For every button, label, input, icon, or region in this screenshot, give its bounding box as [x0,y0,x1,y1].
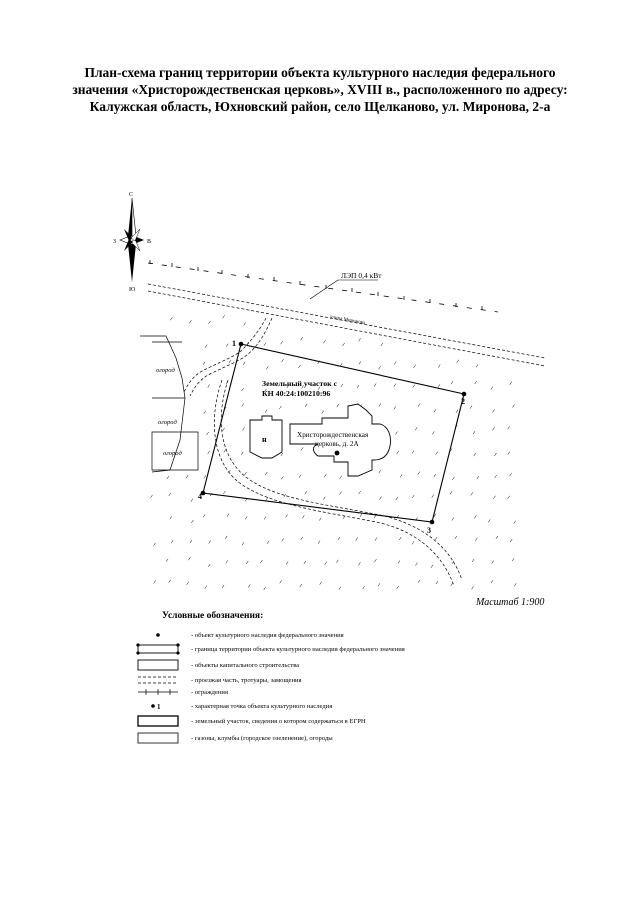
legend-item-fence: - ограждения [137,686,228,698]
power-line [147,260,499,313]
garden-label-2: огород [158,419,177,426]
legend-text: - проезжая часть, тротуары, замощения [191,676,302,684]
point-label-2: 2 [461,397,465,406]
map-scale: Масштаб 1:900 [476,597,545,608]
legend-item-lawn: - газоны, клумбы (городское озеленение),… [137,732,333,744]
point-label-3: 3 [427,526,431,535]
page-title: План-схема границ территории объекта кул… [30,64,610,115]
church-building [289,403,391,477]
power-line-label: ЛЭП 0,4 кВт [341,271,382,280]
legend-text: - земельный участок, сведения о котором … [191,717,366,725]
small-building-label: н [262,435,267,444]
parcel-label-line-2: КН 40:24:100210:96 [262,389,330,398]
legend-text: - объект культурного наследия федерально… [191,631,344,639]
compass-south: Ю [129,287,135,293]
title-line-2: значения «Христорождественская церковь»,… [72,82,568,97]
compass-east: В [147,239,151,245]
legend-text: - объекты капитального строительства [191,661,300,669]
legend-text: - характерная точка объекта культурного … [191,702,333,710]
legend-point-sample: 1 [157,703,161,711]
legend-item-land-parcel: - земельный участок, сведения о котором … [137,715,366,727]
legend-text: - граница территории объекта культурного… [191,645,405,653]
point-label-4: 4 [198,492,202,501]
walkway [183,317,463,587]
garden-label-3: огород [163,450,182,457]
heritage-object-marker [334,450,340,456]
street [147,283,546,367]
title-line-3: Калужская область, Юхновский район, село… [89,99,551,114]
legend-item-heritage-object: - объект культурного наследия федерально… [137,629,344,641]
small-building [249,415,283,459]
compass-rose-icon: С Ю З В [113,192,151,293]
legend-text: - ограждения [191,688,228,696]
title-line-1: План-схема границ территории объекта кул… [84,65,556,80]
street-label: улица Миронова [330,315,367,326]
lawn-area [150,315,517,591]
garden-label-1: огород [156,367,175,374]
parcel-label-line-1: Земельный участок с [262,379,338,388]
legend-item-heritage-boundary: - граница территории объекта культурного… [137,643,405,655]
church-label-line-1: Христорождественская [297,431,369,439]
legend-item-characteristic-point: - характерная точка объекта культурного … [137,700,332,712]
church-label-line-2: церковь, д. 2А [315,440,359,448]
garden-plots [140,335,199,473]
legend-item-capital-building: - объекты капитального строительства [137,659,299,671]
boundary-points [200,341,467,525]
compass-north: С [129,192,133,198]
legend-item-roadway: - проезжая часть, тротуары, замощения [137,674,302,686]
compass-west: З [113,239,116,245]
legend-title: Условные обозначения: [162,611,264,621]
point-label-1: 1 [232,339,236,348]
legend-symbols [136,633,180,744]
legend-text: - газоны, клумбы (городское озеленение),… [191,734,333,742]
